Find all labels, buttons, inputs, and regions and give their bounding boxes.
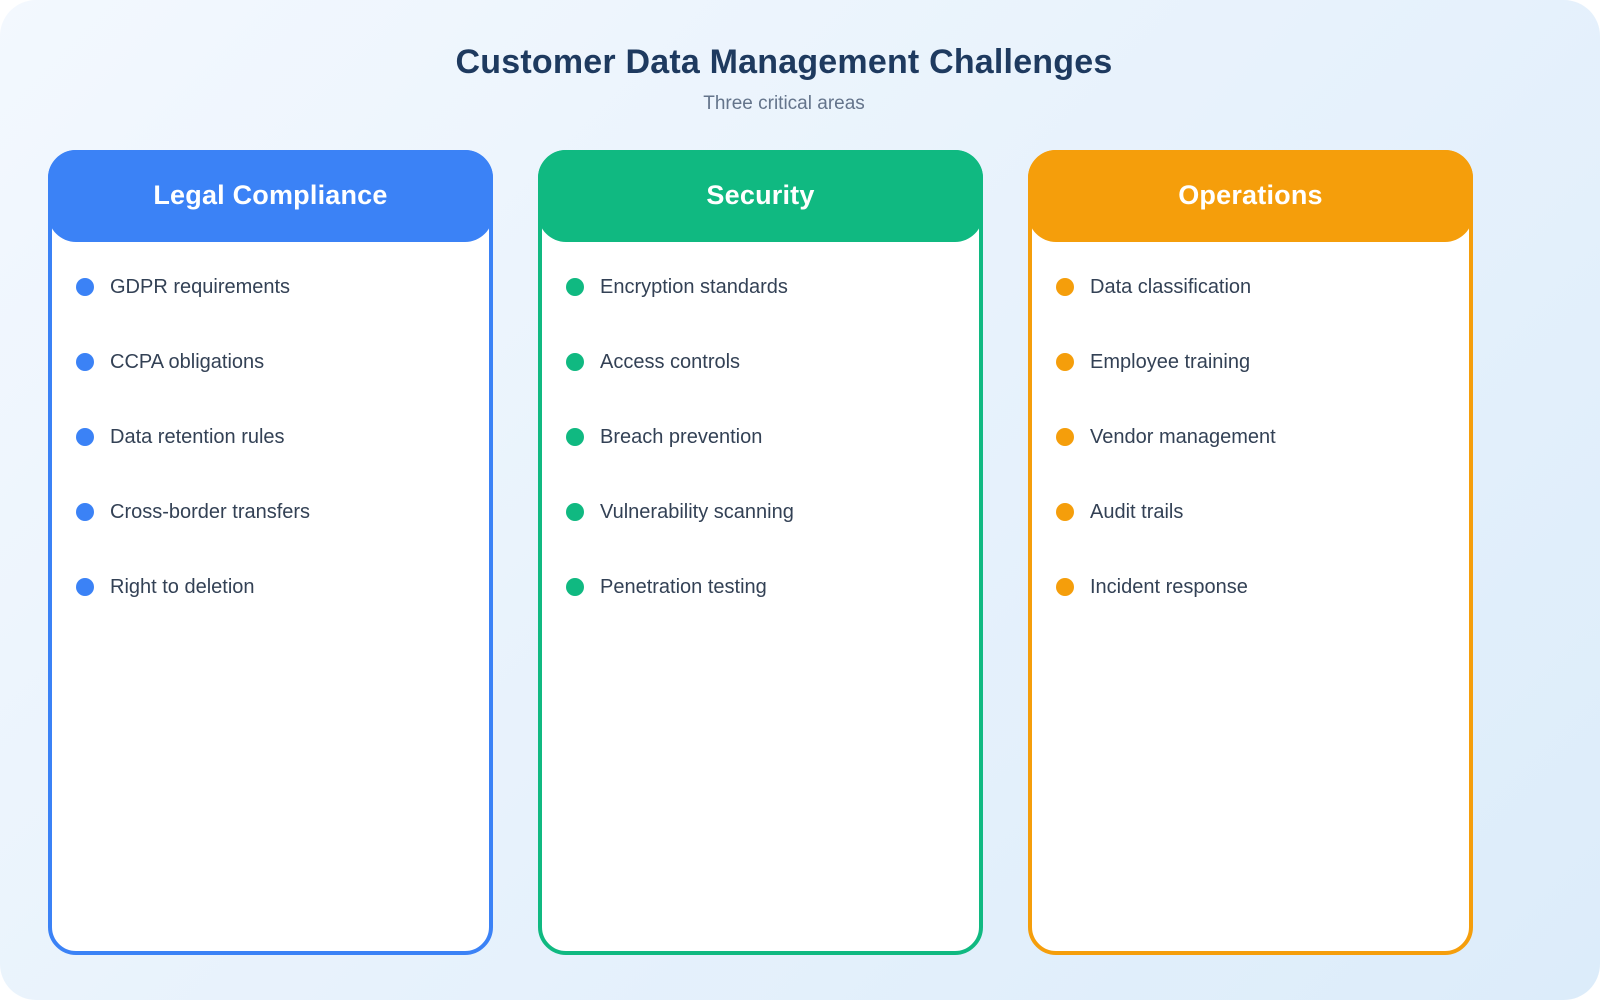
- bullet-dot-icon: [566, 353, 584, 372]
- bullet-dot-icon: [76, 428, 94, 447]
- list-item: CCPA obligations: [76, 325, 489, 400]
- list-item: Employee training: [1056, 325, 1469, 400]
- list-item-label: Vulnerability scanning: [600, 501, 794, 524]
- list-item: Right to deletion: [76, 550, 489, 625]
- list-item-label: CCPA obligations: [110, 351, 265, 374]
- columns-row: Legal Compliance GDPR requirements CCPA …: [0, 149, 1600, 955]
- list-item: Vulnerability scanning: [566, 475, 979, 550]
- card-header-legal-compliance: Legal Compliance: [48, 149, 493, 242]
- card-header-security: Security: [538, 149, 983, 242]
- bullet-dot-icon: [76, 578, 94, 597]
- list-item: GDPR requirements: [76, 250, 489, 325]
- list-item-label: Encryption standards: [600, 276, 788, 299]
- card-title-security: Security: [706, 180, 815, 211]
- list-item: Encryption standards: [566, 250, 979, 325]
- bullet-dot-icon: [1056, 503, 1074, 522]
- page-title: Customer Data Management Challenges: [455, 43, 1113, 81]
- bullet-dot-icon: [76, 278, 94, 297]
- bullet-dot-icon: [76, 353, 94, 372]
- card-security: Security Encryption standards Access con…: [538, 149, 983, 955]
- list-item-label: Right to deletion: [110, 576, 255, 599]
- bullet-dot-icon: [1056, 578, 1074, 597]
- list-item-label: Cross-border transfers: [110, 501, 311, 524]
- card-title-operations: Operations: [1178, 180, 1323, 211]
- list-item-label: Access controls: [600, 351, 741, 374]
- list-item-label: Breach prevention: [600, 426, 763, 449]
- list-item-label: Penetration testing: [600, 576, 767, 599]
- list-item-label: GDPR requirements: [110, 276, 291, 299]
- bullet-dot-icon: [76, 503, 94, 522]
- bullet-dot-icon: [1056, 428, 1074, 447]
- list-item-label: Employee training: [1090, 351, 1251, 374]
- bullet-dot-icon: [566, 578, 584, 597]
- list-item: Incident response: [1056, 550, 1469, 625]
- card-header-operations: Operations: [1028, 149, 1473, 242]
- card-legal-compliance: Legal Compliance GDPR requirements CCPA …: [48, 149, 493, 955]
- card-list-legal-compliance: GDPR requirements CCPA obligations Data …: [52, 242, 489, 625]
- bullet-dot-icon: [566, 278, 584, 297]
- page-header: Customer Data Management Challenges Thre…: [0, 0, 1568, 116]
- card-title-legal-compliance: Legal Compliance: [153, 180, 388, 211]
- list-item-label: Audit trails: [1090, 501, 1184, 524]
- bullet-dot-icon: [1056, 278, 1074, 297]
- card-operations: Operations Data classification Employee …: [1028, 149, 1473, 955]
- page-subtitle: Three critical areas: [703, 92, 865, 114]
- list-item: Access controls: [566, 325, 979, 400]
- list-item-label: Incident response: [1090, 576, 1248, 599]
- bullet-dot-icon: [566, 428, 584, 447]
- card-list-operations: Data classification Employee training Ve…: [1032, 242, 1469, 625]
- list-item: Data classification: [1056, 250, 1469, 325]
- list-item: Breach prevention: [566, 400, 979, 475]
- bullet-dot-icon: [1056, 353, 1074, 372]
- list-item: Cross-border transfers: [76, 475, 489, 550]
- bullet-dot-icon: [566, 503, 584, 522]
- list-item: Audit trails: [1056, 475, 1469, 550]
- list-item-label: Data retention rules: [110, 426, 285, 449]
- list-item: Penetration testing: [566, 550, 979, 625]
- card-list-security: Encryption standards Access controls Bre…: [542, 242, 979, 625]
- list-item: Vendor management: [1056, 400, 1469, 475]
- list-item: Data retention rules: [76, 400, 489, 475]
- list-item-label: Data classification: [1090, 276, 1252, 299]
- list-item-label: Vendor management: [1090, 426, 1276, 449]
